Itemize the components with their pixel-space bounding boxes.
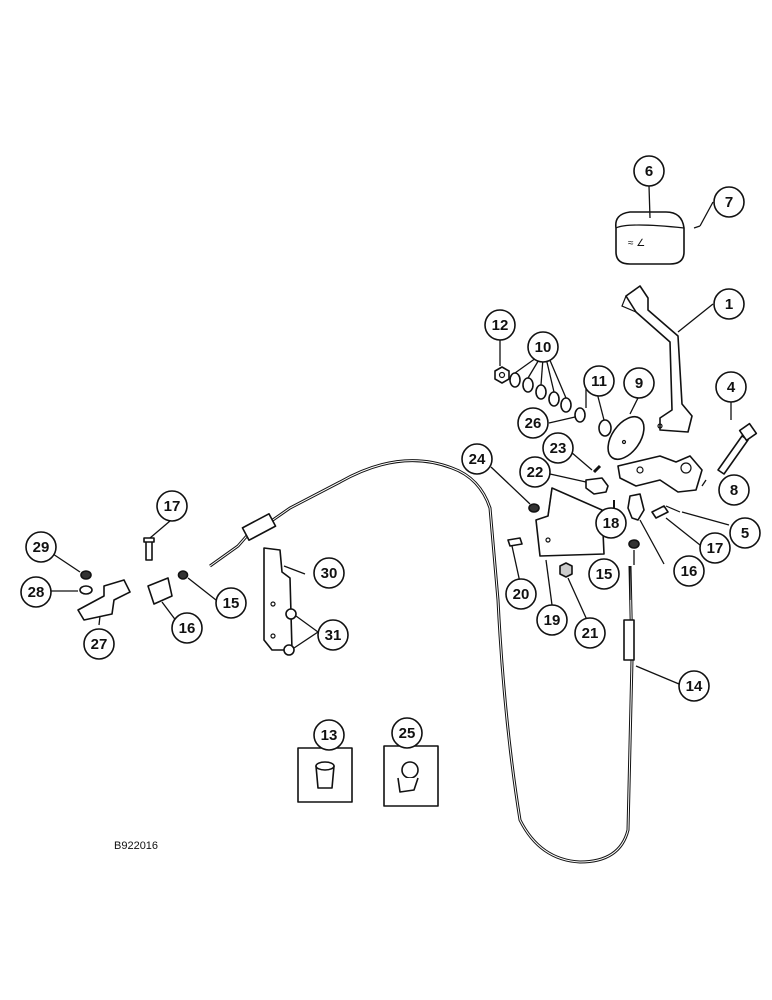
part-6-handle-knob: ≈ ∠ xyxy=(614,211,685,265)
callout-1: 1 xyxy=(713,288,745,320)
callout-15-left: 15 xyxy=(215,587,247,619)
part-31-nuts xyxy=(283,608,297,656)
part-22-clip xyxy=(585,477,609,495)
part-12-nut xyxy=(494,366,510,384)
svg-text:22: 22 xyxy=(527,464,544,481)
svg-text:14: 14 xyxy=(686,678,703,695)
part-16-clevis-left xyxy=(147,577,173,605)
svg-text:5: 5 xyxy=(741,525,749,542)
callout-16-left: 16 xyxy=(171,612,203,644)
svg-text:31: 31 xyxy=(325,627,342,644)
svg-text:18: 18 xyxy=(603,515,620,532)
svg-text:16: 16 xyxy=(681,563,698,580)
callout-12: 12 xyxy=(484,309,516,341)
callout-9: 9 xyxy=(623,367,655,399)
callout-16-right: 16 xyxy=(673,555,705,587)
part-13-inset xyxy=(297,747,353,803)
callout-28: 28 xyxy=(20,576,52,608)
part-15-nut-left xyxy=(177,570,189,580)
part-15-nut-right xyxy=(628,539,640,549)
svg-text:15: 15 xyxy=(596,566,613,583)
svg-text:17: 17 xyxy=(707,540,724,557)
callout-4: 4 xyxy=(715,371,747,403)
part-26-washer xyxy=(574,407,586,423)
part-5-cotter-pin xyxy=(665,505,681,513)
callout-13: 13 xyxy=(313,719,345,751)
callout-21: 21 xyxy=(574,617,606,649)
svg-text:30: 30 xyxy=(321,565,338,582)
svg-text:4: 4 xyxy=(727,379,736,396)
callout-30: 30 xyxy=(313,557,345,589)
part-17-pin-right xyxy=(651,505,669,519)
part-8-pivot-bracket xyxy=(617,455,703,493)
svg-text:23: 23 xyxy=(550,440,567,457)
svg-text:20: 20 xyxy=(513,586,530,603)
part-29-nut xyxy=(80,570,92,580)
part-11-washer xyxy=(598,419,612,437)
svg-text:27: 27 xyxy=(91,636,108,653)
svg-text:11: 11 xyxy=(591,373,607,390)
callout-18: 18 xyxy=(595,507,627,539)
part-30-plate xyxy=(263,547,293,651)
svg-text:10: 10 xyxy=(535,339,552,356)
part-25-inset xyxy=(383,745,439,807)
callout-24: 24 xyxy=(461,443,493,475)
svg-text:29: 29 xyxy=(33,539,50,556)
svg-text:13: 13 xyxy=(321,727,338,744)
svg-text:25: 25 xyxy=(399,725,416,742)
callout-8: 8 xyxy=(718,474,750,506)
callout-14: 14 xyxy=(678,670,710,702)
callout-31: 31 xyxy=(317,619,349,651)
part-10-washers xyxy=(509,372,572,413)
svg-text:26: 26 xyxy=(525,415,542,432)
callout-11: 11 xyxy=(583,365,615,397)
part-1-lever xyxy=(621,285,693,433)
svg-text:9: 9 xyxy=(635,375,643,392)
callout-23: 23 xyxy=(542,432,574,464)
svg-text:16: 16 xyxy=(179,620,196,637)
leader-lines xyxy=(36,185,732,748)
callout-17-left: 17 xyxy=(156,490,188,522)
callout-29: 29 xyxy=(25,531,57,563)
part-14-cable xyxy=(209,459,635,864)
svg-text:15: 15 xyxy=(223,595,240,612)
part-24-nut xyxy=(528,503,540,513)
part-23-screw xyxy=(592,464,602,474)
callout-7: 7 xyxy=(713,186,745,218)
callout-27: 27 xyxy=(83,628,115,660)
callout-20: 20 xyxy=(505,578,537,610)
callout-19: 19 xyxy=(536,604,568,636)
callout-22: 22 xyxy=(519,456,551,488)
svg-text:28: 28 xyxy=(28,584,45,601)
part-4-bolt xyxy=(717,422,758,475)
svg-text:6: 6 xyxy=(645,163,653,180)
part-17-pin-left xyxy=(143,537,155,561)
svg-text:12: 12 xyxy=(492,317,509,334)
svg-text:21: 21 xyxy=(582,625,599,642)
callout-26: 26 xyxy=(517,407,549,439)
part-21-nut xyxy=(559,562,573,578)
part-16-cable-end-right xyxy=(627,493,645,521)
callout-15-right: 15 xyxy=(588,558,620,590)
callout-10: 10 xyxy=(527,331,559,363)
svg-text:8: 8 xyxy=(730,482,738,499)
callout-6: 6 xyxy=(633,155,665,187)
callout-17-right: 17 xyxy=(699,532,731,564)
drawing-number: B922016 xyxy=(114,840,158,852)
part-28-washer xyxy=(79,585,93,595)
part-20-bolt xyxy=(507,537,523,547)
svg-text:19: 19 xyxy=(544,612,561,629)
part-9-friction-disc xyxy=(607,415,645,461)
svg-text:17: 17 xyxy=(164,498,181,515)
part-19-mounting-bracket xyxy=(535,487,605,557)
callout-25: 25 xyxy=(391,717,423,749)
part-7-set-screw xyxy=(693,225,701,229)
svg-text:1: 1 xyxy=(725,296,733,313)
part-27-bracket xyxy=(77,579,131,621)
svg-text:≈ ∠: ≈ ∠ xyxy=(628,238,645,249)
svg-text:24: 24 xyxy=(469,451,486,468)
svg-text:7: 7 xyxy=(725,194,733,211)
callout-5: 5 xyxy=(729,517,761,549)
